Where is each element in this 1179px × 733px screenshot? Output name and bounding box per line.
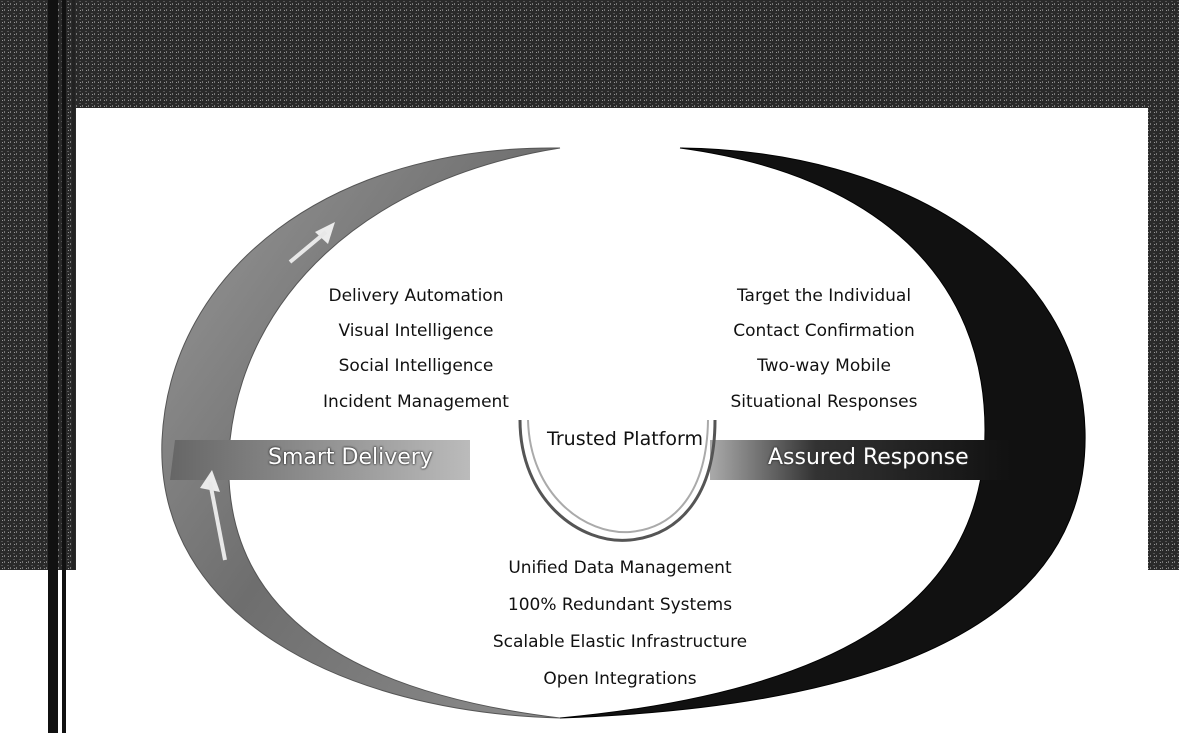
assured-response-band [710, 440, 1010, 480]
list-item: Incident Management [323, 392, 509, 412]
arrow-up-icon [200, 470, 220, 492]
left-edge-bar [48, 570, 58, 733]
arrow-up-icon [208, 481, 227, 561]
trusted-platform-arc [527, 419, 709, 534]
list-item: Two-way Mobile [757, 356, 891, 376]
list-item: Scalable Elastic Infrastructure [492, 632, 748, 652]
list-item: Situational Responses [730, 392, 918, 412]
smart-delivery-crescent [161, 147, 561, 719]
left-edge-bar [62, 0, 66, 733]
list-item: Contact Confirmation [733, 321, 915, 341]
left-edge-bar [62, 570, 66, 733]
list-item: Open Integrations [543, 669, 697, 689]
list-item: Target the Individual [736, 286, 912, 306]
smart-delivery-label: Smart Delivery [268, 445, 433, 470]
left-edge-bar [72, 0, 75, 733]
left-edge-bar [48, 0, 58, 733]
list-item: 100% Redundant Systems [507, 595, 733, 615]
assured-response-crescent [559, 147, 1086, 719]
trusted-platform-arc [518, 419, 717, 542]
list-item: Delivery Automation [328, 286, 504, 306]
list-item: Social Intelligence [338, 356, 494, 376]
assured-response-label: Assured Response [768, 445, 969, 470]
trusted-platform-title: Trusted Platform [547, 428, 703, 450]
list-item: Visual Intelligence [338, 321, 494, 341]
list-item: Unified Data Management [508, 558, 732, 578]
smart-delivery-band [170, 440, 470, 480]
arrow-up-icon [288, 230, 328, 264]
